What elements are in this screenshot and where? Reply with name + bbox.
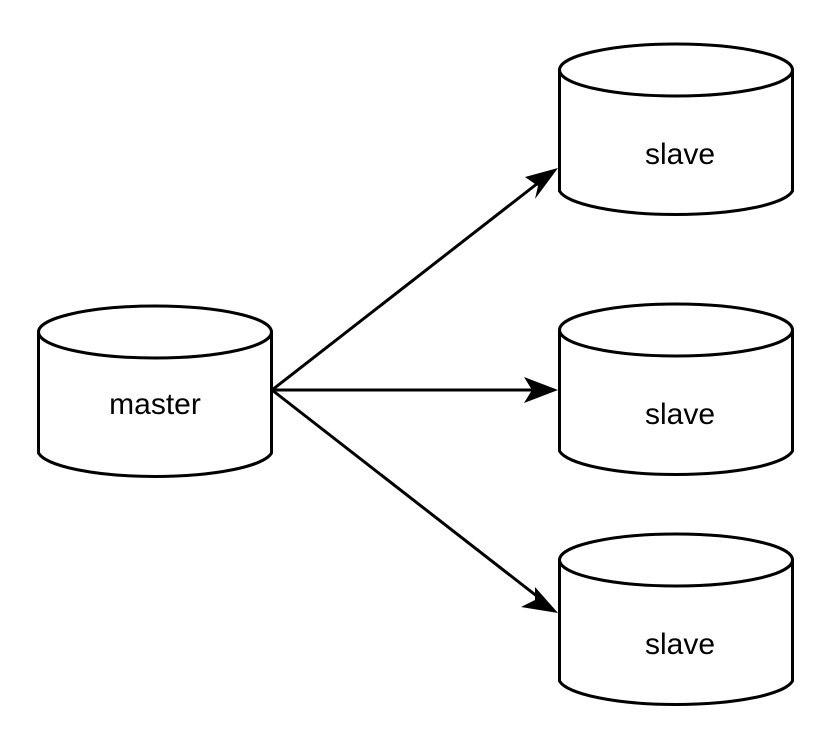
arrowhead-icon — [524, 377, 558, 403]
cylinder-body — [37, 330, 273, 478]
node-layer: master slave slave slave — [37, 42, 794, 706]
edge-line — [271, 174, 548, 392]
node-label-master: master — [109, 388, 201, 421]
edge-master-to-slave-bottom[interactable] — [271, 388, 558, 613]
cylinder-top-ellipse — [558, 532, 794, 588]
node-slave-bottom[interactable]: slave — [558, 532, 794, 706]
edge-layer — [271, 168, 558, 613]
cylinder-body — [558, 68, 794, 216]
cylinder-top-ellipse — [558, 42, 794, 98]
node-master[interactable]: master — [37, 304, 273, 478]
cylinder-top-ellipse — [558, 302, 794, 358]
cylinder-top-ellipse — [37, 304, 273, 360]
node-label-slave-bottom: slave — [645, 628, 715, 661]
cylinder-body — [558, 558, 794, 706]
edge-master-to-slave-middle[interactable] — [272, 377, 558, 403]
node-label-slave-top: slave — [645, 138, 715, 171]
arrowhead-icon — [525, 168, 558, 199]
node-label-slave-middle: slave — [645, 398, 715, 431]
cylinder-body — [558, 328, 794, 476]
edge-master-to-slave-top[interactable] — [271, 168, 558, 392]
arrowhead-icon — [521, 587, 558, 613]
node-slave-top[interactable]: slave — [558, 42, 794, 216]
edge-line — [271, 388, 548, 606]
node-slave-middle[interactable]: slave — [558, 302, 794, 476]
